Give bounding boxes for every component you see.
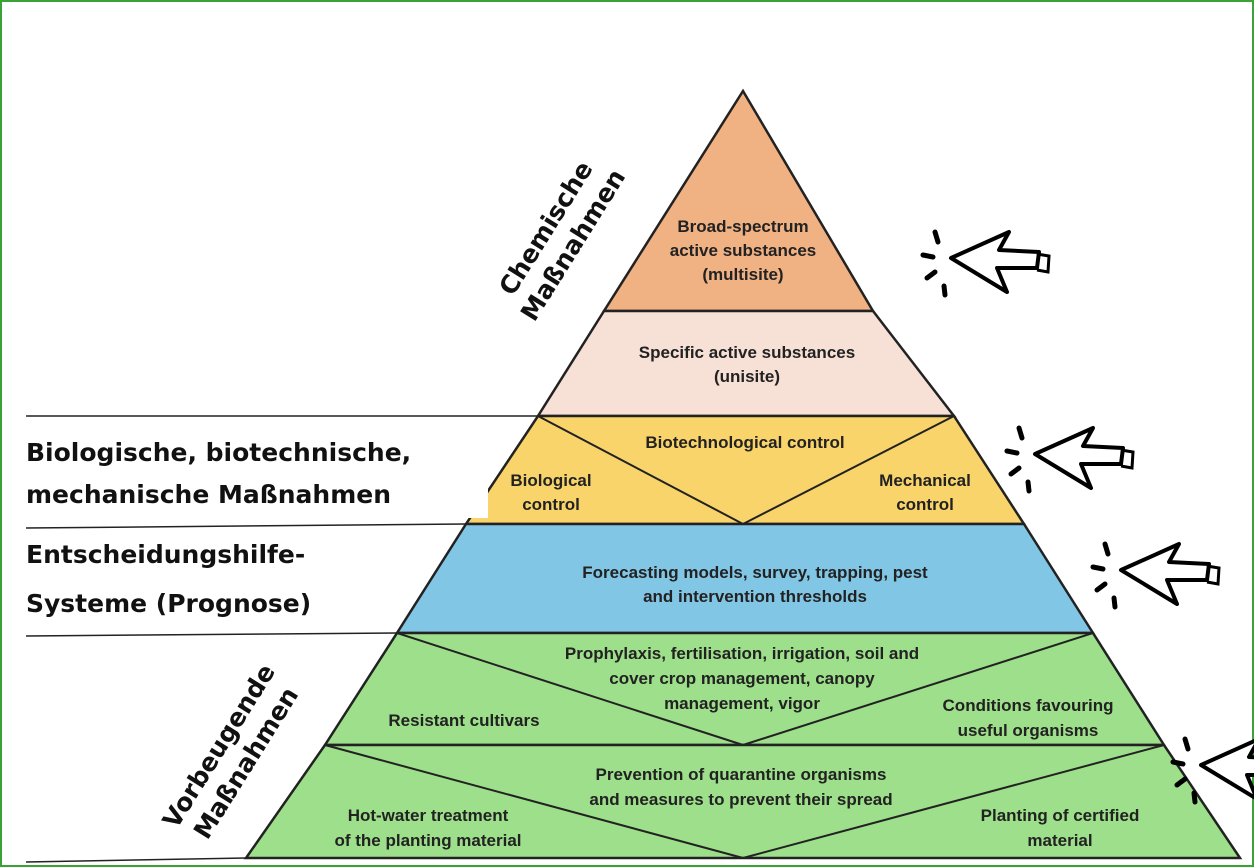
certified-line1: Planting of certified	[981, 806, 1140, 825]
cursor-click-icon	[1007, 428, 1133, 491]
hot-water-line2: of the planting material	[334, 831, 521, 850]
biological-line2: control	[522, 495, 580, 514]
decision-side-line1: Entscheidungshilfe-	[26, 540, 305, 569]
resistant-cultivars-label: Resistant cultivars	[388, 711, 539, 730]
tier-specific	[535, 309, 957, 418]
quarantine-line2: and measures to prevent their spread	[589, 790, 892, 809]
biological-side-line1: Biologische, biotechnische,	[26, 438, 411, 467]
broad-spectrum-line2: active substances	[670, 241, 816, 260]
useful-organisms-line2: useful organisms	[958, 721, 1099, 740]
forecasting-line2: and intervention thresholds	[643, 587, 867, 606]
hot-water-line1: Hot-water treatment	[348, 806, 509, 825]
decision-side-line2: Systeme (Prognose)	[26, 589, 311, 618]
mechanical-line1: Mechanical	[879, 471, 971, 490]
broad-spectrum-line3: (multisite)	[702, 265, 783, 284]
tier-quarantine	[243, 743, 1243, 860]
broad-spectrum-line1: Broad-spectrum	[677, 217, 808, 236]
prophylaxis-line2: cover crop management, canopy	[609, 669, 875, 688]
prophylaxis-line1: Prophylaxis, fertilisation, irrigation, …	[565, 644, 919, 663]
quarantine-line1: Prevention of quarantine organisms	[596, 765, 887, 784]
biological-side-line2: mechanische Maßnahmen	[26, 480, 391, 509]
prophylaxis-line3: management, vigor	[664, 694, 820, 713]
biological-line1: Biological	[510, 471, 591, 490]
mechanical-line2: control	[896, 495, 954, 514]
certified-line2: material	[1027, 831, 1092, 850]
forecasting-line1: Forecasting models, survey, trapping, pe…	[582, 563, 928, 582]
specific-line1: Specific active substances	[639, 343, 855, 362]
specific-line2: (unisite)	[714, 367, 780, 386]
useful-organisms-line1: Conditions favouring	[943, 696, 1114, 715]
cursor-click-icon	[923, 232, 1049, 295]
biotechnological-label: Biotechnological control	[645, 433, 844, 452]
cursor-click-icon	[1093, 544, 1219, 607]
